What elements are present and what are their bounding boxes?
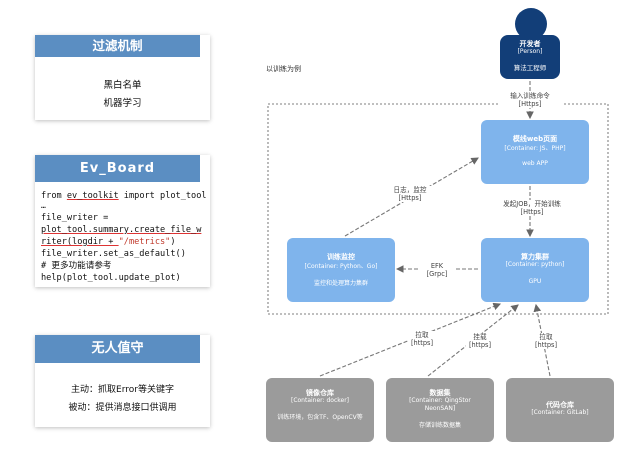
dataset-title: 数据集 — [429, 389, 451, 397]
code-line-comment: # 更多功能请参考 — [41, 261, 112, 271]
edge-monitor-web-proto: [Https] — [398, 194, 422, 202]
image-repo-type: [Container: docker] — [290, 397, 350, 404]
edge-person-web-label: 输入训练命令 — [510, 92, 550, 100]
edge-monitor-web-label: 日志，监控 — [393, 186, 427, 194]
web-console-box: 模线web页面 [Container: JS、PHP] web APP — [481, 120, 589, 184]
web-console-title: 模线web页面 — [512, 135, 558, 143]
edge-image-proto: [https] — [410, 339, 434, 347]
unattended-line-passive: 被动：提供消息接口供调用 — [68, 403, 177, 413]
code-import-line: from ev_toolkit import plot_tool — [41, 191, 207, 203]
ev-board-title: Ev_Board — [35, 155, 200, 182]
edge-dataset-proto: [https] — [468, 341, 492, 349]
edge-code-label: 拉取 — [539, 333, 553, 341]
diagram-caption: 以训练为例 — [266, 65, 301, 73]
code-line-default: file_writer.set_as_default() — [41, 249, 186, 259]
dataset-desc: 存储训练数据集 — [418, 422, 461, 429]
web-console-type: [Container: JS、PHP] — [504, 145, 566, 152]
edge-image-label: 拉取 — [415, 331, 429, 339]
dataset-box: 数据集 [Container: QingStor NeonSAN] 存储训练数据… — [386, 378, 494, 442]
person-title: 开发者 — [519, 40, 541, 48]
training-monitor-type: [Container: Python、Go] — [304, 263, 378, 270]
code-line-help: help(plot_tool.update_plot) — [41, 273, 181, 283]
unattended-title: 无人值守 — [35, 335, 200, 363]
edge-dataset-label: 挂载 — [473, 333, 487, 341]
compute-cluster-type: [Container: python] — [505, 261, 565, 268]
unattended-card: 无人值守 主动：抓取Error等关键字 被动：提供消息接口供调用 — [35, 335, 210, 427]
code-line-logdir: riter(logdir + "/metrics") — [41, 237, 176, 249]
image-repo-box: 镜像仓库 [Container: docker] 训练环境，包含TF、OpenC… — [266, 378, 374, 442]
edge-label-efk: EFK [Grpc] — [420, 262, 454, 278]
code-repo-type: [Container: GitLab] — [531, 409, 589, 416]
code-repo-box: 代码仓库 [Container: GitLab] — [506, 378, 614, 442]
edge-label-code-pull: 拉取 [https] — [532, 333, 560, 349]
unattended-line-active: 主动：抓取Error等关键字 — [71, 385, 174, 395]
system-boundary — [267, 103, 609, 315]
code-import-module: ev_toolkit — [66, 191, 119, 201]
code-logdir-suffix: ) — [170, 237, 176, 247]
person-icon — [515, 8, 547, 40]
edge-monitor-to-web — [344, 157, 479, 237]
compute-cluster-desc: GPU — [528, 278, 542, 285]
training-monitor-box: 训练监控 [Container: Python、Go] 监控和处理算力集群 — [287, 238, 395, 302]
ev-board-card: Ev_Board from ev_toolkit import plot_too… — [35, 155, 210, 287]
code-repo-title: 代码仓库 — [546, 401, 574, 409]
edge-person-web-proto: [Https] — [518, 100, 542, 108]
filter-line-ml: 机器学习 — [103, 98, 142, 109]
edge-label-input-command: 输入训练命令 [Https] — [498, 92, 562, 108]
filter-mechanism-title: 过滤机制 — [35, 35, 200, 57]
edge-efk-proto: [Grpc] — [426, 270, 448, 278]
code-line-writer: file_writer = — [41, 213, 109, 223]
image-repo-desc: 训练环境，包含TF、OpenCV等 — [277, 414, 363, 421]
filter-line-blacklist: 黑白名单 — [103, 80, 142, 91]
code-ellipsis: … — [41, 201, 46, 210]
developer-person: 开发者 [Person] 算法工程师 — [500, 35, 560, 79]
edge-code-proto: [https] — [534, 341, 558, 349]
compute-cluster-title: 算力集群 — [521, 253, 549, 261]
edge-label-image-pull: 拉取 [https] — [408, 331, 436, 347]
edge-efk-label: EFK — [430, 262, 444, 270]
code-logdir-string: "/metrics" — [118, 237, 171, 247]
person-type: [Person] — [517, 48, 543, 55]
edge-label-dataset-mount: 挂载 [https] — [466, 333, 494, 349]
code-logdir-prefix: riter(logdir + — [41, 237, 119, 247]
edge-web-cluster-label: 发起JOB，开始训练 — [503, 200, 561, 208]
code-import-suffix: import plot_tool — [118, 191, 207, 201]
training-monitor-desc: 监控和处理算力集群 — [313, 280, 368, 287]
filter-mechanism-card: 过滤机制 黑白名单 机器学习 — [35, 35, 210, 120]
dataset-type: [Container: QingStor NeonSAN] — [409, 397, 471, 412]
edge-label-logs: 日志，监控 [Https] — [385, 186, 435, 202]
web-console-desc: web APP — [522, 160, 548, 167]
edge-web-cluster-proto: [Https] — [520, 208, 544, 216]
code-line-create: plot_tool.summary.create_file_w — [41, 225, 202, 235]
code-import-prefix: from — [41, 191, 67, 201]
edge-label-start-job: 发起JOB，开始训练 [Https] — [494, 200, 570, 216]
person-desc: 算法工程师 — [513, 64, 547, 72]
compute-cluster-box: 算力集群 [Container: python] GPU — [481, 238, 589, 302]
training-monitor-title: 训练监控 — [327, 253, 355, 261]
image-repo-title: 镜像仓库 — [306, 389, 334, 397]
